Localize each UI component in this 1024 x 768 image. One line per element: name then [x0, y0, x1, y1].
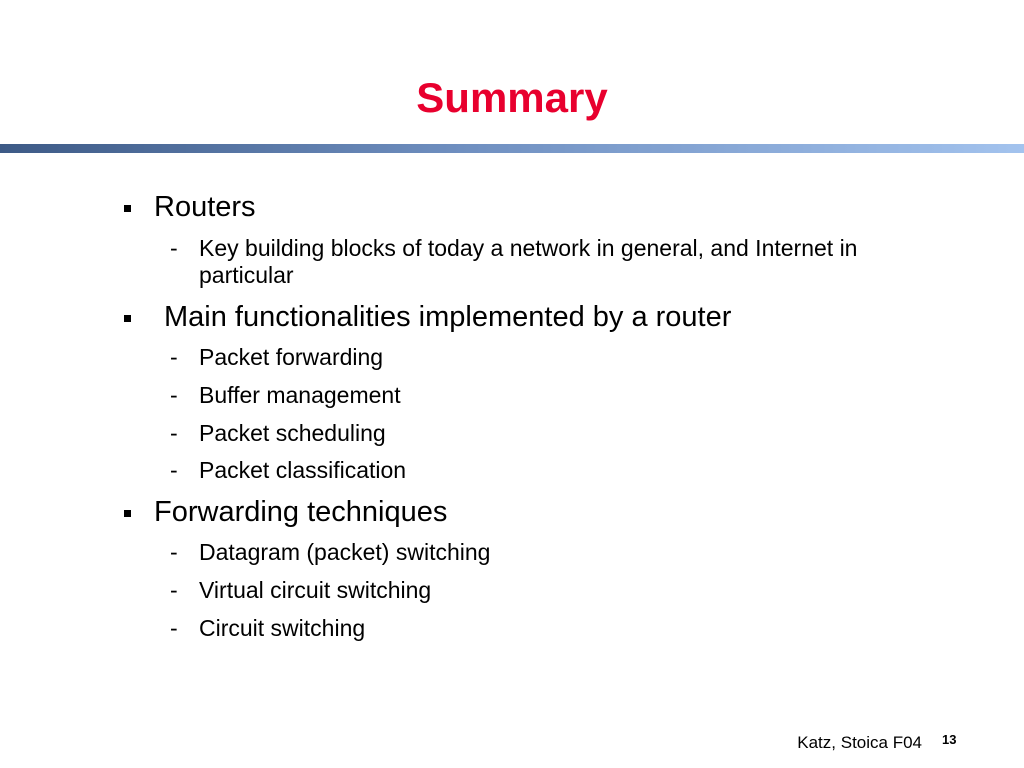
- dash-marker: -: [170, 420, 178, 446]
- dash-marker: -: [170, 344, 178, 370]
- dash-marker: -: [170, 457, 178, 483]
- dash-marker: -: [170, 235, 178, 261]
- sub-bullet-label: Packet scheduling: [199, 420, 386, 446]
- slide-title: Summary: [416, 74, 608, 121]
- square-bullet-icon: [124, 205, 131, 212]
- sub-bullet-label: Buffer management: [199, 382, 401, 408]
- sub-bullet-label: Datagram (packet) switching: [199, 539, 491, 565]
- square-bullet-icon: [124, 315, 131, 322]
- sub-bullet-label: Packet classification: [199, 457, 407, 483]
- footer-author: Katz, Stoica F04: [797, 733, 922, 752]
- title-divider-bar: [0, 144, 1024, 153]
- dash-marker: -: [170, 615, 178, 641]
- sub-bullet-label: Virtual circuit switching: [199, 577, 432, 603]
- dash-marker: -: [170, 539, 178, 565]
- dash-marker: -: [170, 382, 178, 408]
- dash-marker: -: [170, 577, 178, 603]
- bullet-label: Forwarding techniques: [154, 496, 448, 528]
- square-bullet-icon: [124, 510, 131, 517]
- sub-bullet-label: Circuit switching: [199, 615, 366, 641]
- sub-bullet-label: Key building blocks of today a network i…: [199, 235, 858, 288]
- sub-bullet-label: Packet forwarding: [199, 344, 384, 370]
- bullet-label: Routers: [154, 191, 256, 223]
- bullet-label: Main functionalities implemented by a ro…: [164, 301, 732, 333]
- page-number: 13: [942, 732, 957, 747]
